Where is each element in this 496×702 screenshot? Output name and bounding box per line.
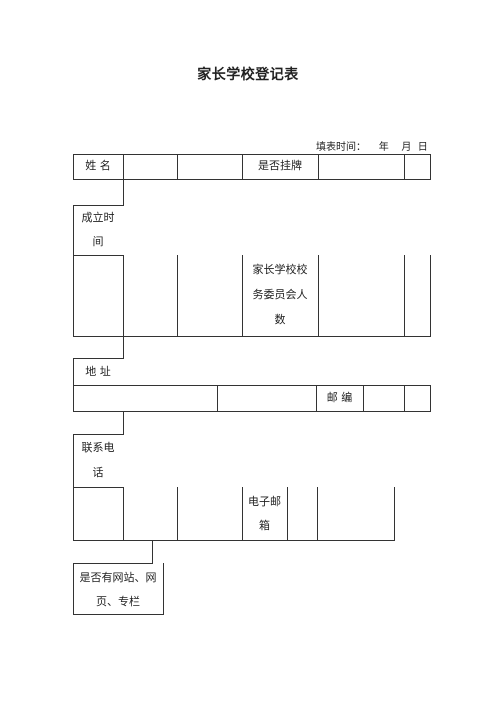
phone-label-line2: 话 [92, 466, 104, 479]
postcode-label: 邮 编 [326, 391, 353, 404]
address-label: 地 址 [85, 365, 111, 378]
name-value-cell[interactable] [124, 155, 177, 179]
phone-label: 联系电 [81, 441, 115, 454]
email-label-line2: 箱 [259, 519, 270, 532]
sign-label: 是否挂牌 [258, 159, 302, 172]
sign-value-cell[interactable] [319, 155, 404, 179]
founded-value-cell[interactable] [74, 256, 123, 336]
fill-date: 填表时间： 年 月 日 [316, 142, 428, 153]
email-label: 电子邮 [248, 495, 281, 508]
website-label-line2: 页、专栏 [96, 595, 140, 608]
committee-value-cell[interactable] [319, 256, 404, 336]
committee-label-line2: 务委员会人 [252, 288, 308, 301]
postcode-value-cell[interactable] [364, 386, 404, 411]
address-value-cell[interactable] [74, 386, 217, 411]
committee-label-line3: 数 [274, 313, 286, 326]
founded-label-line2: 间 [92, 235, 104, 248]
phone-value-cell[interactable] [74, 488, 123, 540]
website-label: 是否有网站、网 [79, 571, 157, 584]
name-value-cell-2[interactable] [178, 155, 242, 179]
founded-label: 成立时 [81, 211, 115, 224]
name-label: 姓 名 [85, 159, 111, 172]
committee-label: 家长学校校 [252, 263, 308, 276]
page-title: 家长学校登记表 [197, 67, 299, 83]
email-value-cell[interactable] [318, 488, 394, 540]
